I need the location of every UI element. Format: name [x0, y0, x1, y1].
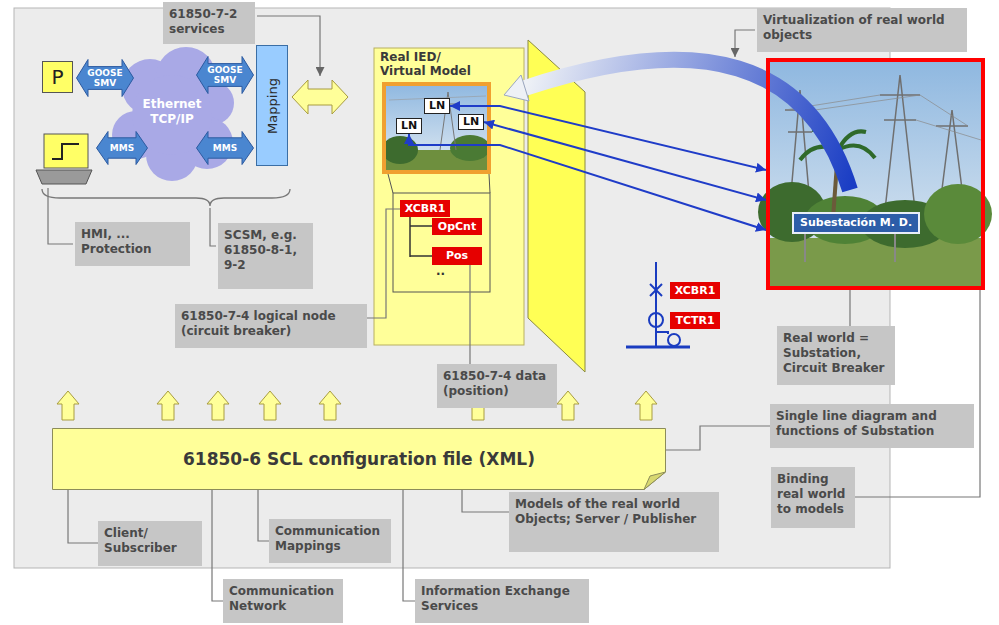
- leader-line: [258, 490, 269, 541]
- callout-label: Virtualization of real world objects: [757, 8, 967, 52]
- service-double-arrow: [292, 80, 348, 114]
- node-text: MMS: [206, 143, 244, 153]
- callout-label: Client/ Subscriber: [98, 521, 202, 566]
- binding-arrow: [484, 122, 766, 200]
- leader-line: [849, 290, 850, 326]
- mapping-box: Mapping: [256, 45, 288, 166]
- callout-label: 61850-7-4 logical node (circuit breaker): [175, 304, 367, 348]
- virtualization-arrow: [504, 60, 850, 190]
- node-text: Communication Mappings: [275, 524, 385, 554]
- background-panel: [14, 8, 890, 568]
- callout-label: HMI, ... Protection: [75, 222, 190, 266]
- data-object-box: TCTR1: [670, 312, 720, 329]
- logical-node-box: LN: [458, 114, 484, 130]
- scsm-brace: [42, 189, 290, 206]
- upward-arrows: [57, 391, 657, 420]
- hmi-laptop-icon: [36, 134, 92, 184]
- node-text: GOOSE SMV: [86, 68, 124, 88]
- node-text: Pos: [432, 247, 482, 264]
- binding-arrow: [450, 106, 766, 170]
- callout-label: 61850-7-2 services: [163, 2, 255, 44]
- data-object-box: OpCnt: [432, 218, 482, 235]
- leader-line: [666, 426, 770, 450]
- leader-line: [403, 490, 415, 601]
- ied-model-illustration: [374, 48, 524, 345]
- binding-arrow: [409, 134, 766, 230]
- node-text: OpCnt: [432, 218, 482, 235]
- node-text: TCTR1: [670, 312, 720, 329]
- callout-label: Binding real world to models: [771, 467, 855, 528]
- node-text: Binding real world to models: [777, 472, 849, 517]
- node-text: P: [43, 62, 72, 92]
- node-text: Single line diagram and functions of Sub…: [776, 409, 968, 439]
- node-text: XCBR1: [400, 200, 450, 217]
- node-text: Information Exchange Services: [421, 584, 583, 614]
- callout-label: 61850-7-4 data (position): [437, 364, 557, 408]
- node-text: 61850-6 SCL configuration file (XML): [183, 449, 535, 469]
- node-text: 61850-7-4 logical node (circuit breaker): [181, 309, 361, 339]
- node-text: Subestación M. D.: [792, 212, 920, 234]
- node-text: Models of the real world Objects; Server…: [515, 497, 713, 527]
- node-text: LN: [397, 119, 421, 133]
- leader-line: [212, 490, 223, 601]
- protocol-arrow: GOOSE SMV: [76, 59, 134, 97]
- ied-model-box: Real IED/ Virtual ModelLN LN LN XCBR1OpCntP…: [374, 48, 524, 345]
- node-text: Communication Network: [229, 584, 337, 614]
- node-text: Mapping: [265, 78, 280, 134]
- callout-label: Models of the real world Objects; Server…: [509, 492, 719, 552]
- leader-line: [68, 490, 98, 543]
- node-text: Virtualization of real world objects: [763, 13, 961, 43]
- node-text: 61850-7-4 data (position): [443, 369, 551, 399]
- single-line-diagram: [626, 262, 690, 347]
- logical-node-box: LN: [424, 98, 450, 114]
- leader-line: [367, 209, 400, 318]
- data-object-box: XCBR1: [400, 200, 450, 217]
- node-text: 61850-7-2 services: [169, 7, 249, 37]
- leader-lines: [48, 16, 755, 246]
- ellipsis-label: ..: [436, 264, 445, 278]
- callout-label: Communication Network: [223, 579, 343, 623]
- callout-label: Communication Mappings: [269, 519, 391, 563]
- logical-node-box: LN: [396, 118, 422, 134]
- protocol-arrow: MMS: [196, 131, 254, 165]
- scl-file-box: 61850-6 SCL configuration file (XML): [52, 428, 666, 490]
- leader-line: [469, 265, 470, 364]
- node-text: TCP/IP: [132, 112, 212, 127]
- node-text: Client/ Subscriber: [104, 526, 196, 556]
- node-text: Ethernet: [132, 97, 212, 112]
- node-text: SCSM, e.g. 61850-8-1, 9-2: [224, 228, 307, 273]
- protection-box: P: [42, 61, 73, 93]
- substation-photo-frame: Subestación M. D.: [766, 58, 985, 290]
- node-text: LN: [425, 99, 449, 113]
- callout-label: Real world = Substation, Circuit Breaker: [777, 326, 895, 385]
- protocol-arrow: GOOSE SMV: [196, 56, 254, 94]
- node-text: Real world = Substation, Circuit Breaker: [783, 331, 889, 376]
- node-text: GOOSE SMV: [206, 65, 244, 85]
- callout-label: Single line diagram and functions of Sub…: [770, 404, 974, 448]
- data-object-box: Pos: [432, 247, 482, 265]
- node-text: XCBR1: [670, 282, 720, 299]
- node-text: HMI, ... Protection: [81, 227, 184, 257]
- data-object-box: XCBR1: [670, 282, 720, 299]
- protocol-arrow: MMS: [96, 131, 148, 165]
- node-text: MMS: [106, 143, 138, 153]
- leader-line: [462, 490, 509, 512]
- callout-label: SCSM, e.g. 61850-8-1, 9-2: [218, 223, 313, 289]
- callout-label: Information Exchange Services: [415, 579, 589, 623]
- leader-line: [855, 290, 980, 497]
- node-text: Real IED/ Virtual Model: [380, 50, 480, 78]
- node-text: LN: [459, 115, 483, 129]
